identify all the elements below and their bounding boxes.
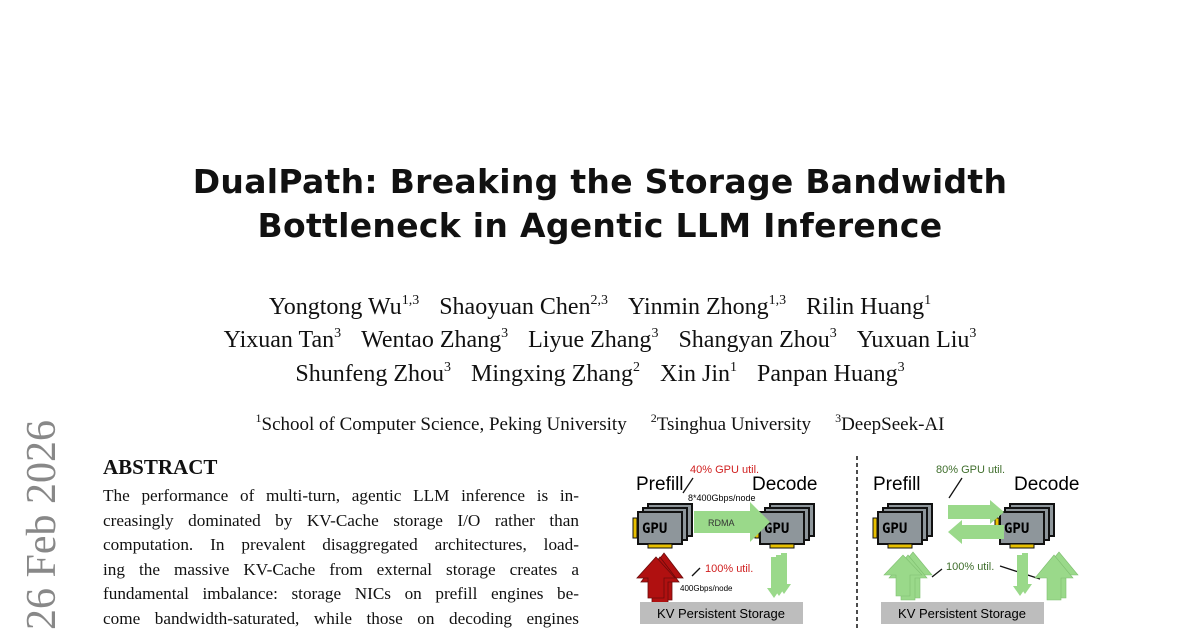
author-name-text: Yuxuan Liu (856, 327, 970, 353)
paper-title-line-1: DualPath: Breaking the Storage Bandwidth (192, 162, 1008, 201)
author-name-text: Xin Jin (660, 361, 731, 387)
affiliation: 1School of Computer Science, Peking Univ… (255, 411, 627, 435)
right-prefill-label: Prefill (873, 474, 921, 495)
author-name: Wentao Zhang3 (361, 326, 509, 354)
affiliation-name: Tsinghua University (656, 414, 812, 435)
right-decode-label: Decode (1014, 474, 1080, 495)
right-prefill-up-arrow (883, 551, 933, 601)
author-affiliation-mark: 3 (969, 326, 977, 341)
author-name-text: Shunfeng Zhou (295, 361, 444, 387)
author-affiliation-mark: 1 (924, 293, 932, 308)
right-storage-label: KV Persistent Storage (898, 606, 1026, 621)
author-affiliation-mark: 3 (651, 326, 659, 341)
author-affiliation-mark: 1,3 (401, 293, 420, 308)
right-decode-down-arrow (1013, 553, 1032, 596)
author-name: Yuxuan Liu3 (856, 326, 977, 354)
right-decode-up-arrow (1034, 551, 1079, 601)
left-gpu-util: 40% GPU util. (690, 464, 759, 476)
abstract-line: creasingly dominated by KV-Cache storage… (103, 510, 579, 530)
left-storage-bw: 400Gbps/node (680, 584, 733, 593)
author-name: Xin Jin1 (660, 360, 738, 388)
author-name: Shunfeng Zhou3 (295, 360, 451, 388)
author-affiliation-mark: 1,3 (768, 293, 787, 308)
affiliation-mark: 1 (255, 411, 262, 425)
author-name-text: Yongtong Wu (268, 294, 402, 320)
right-storage-box (881, 602, 1044, 624)
right-backward-arrow (948, 520, 1004, 544)
author-name-text: Rilin Huang (806, 294, 925, 320)
red-storage-arrow (636, 552, 684, 605)
abstract-line: ing the massive KV-Cache from external s… (103, 559, 579, 579)
author-name-text: Mingxing Zhang (471, 361, 633, 387)
author-affiliation-mark: 3 (501, 326, 509, 341)
right-forward-arrow (948, 500, 1004, 524)
paper-title-line-2: Bottleneck in Agentic LLM Inference (257, 206, 943, 245)
rdma-label: RDMA (708, 518, 735, 528)
right-storage-util: 100% util. (946, 561, 994, 573)
svg-text:GPU: GPU (1004, 521, 1029, 537)
author-name: Yongtong Wu1,3 (268, 293, 420, 321)
author-name: Rilin Huang1 (806, 293, 932, 321)
author-name: Liyue Zhang3 (528, 326, 659, 354)
author-name: Mingxing Zhang2 (471, 360, 640, 388)
affiliation-name: DeepSeek-AI (841, 414, 945, 435)
affiliation-mark: 3 (835, 411, 842, 425)
affiliation-mark: 2 (650, 411, 657, 425)
right-panel: Prefill Decode 80% GPU util. GPU GPU 100… (872, 464, 1080, 624)
author-name-text: Liyue Zhang (528, 327, 652, 353)
left-storage-box (640, 602, 803, 624)
affiliation: 2Tsinghua University (650, 411, 812, 435)
right-gpu-util: 80% GPU util. (936, 464, 1005, 476)
left-panel: Prefill Decode 40% GPU util. 8*400Gbps/n… (632, 464, 818, 624)
author-affiliation-mark: 3 (829, 326, 837, 341)
author-name: Panpan Huang3 (757, 360, 905, 388)
affiliation: 3DeepSeek-AI (835, 411, 945, 435)
left-storage-label: KV Persistent Storage (657, 606, 785, 621)
left-prefill-label: Prefill (636, 474, 684, 495)
author-name: Shangyan Zhou3 (678, 326, 837, 354)
author-name: Yinmin Zhong1,3 (628, 293, 787, 321)
author-affiliation-mark: 2 (633, 360, 640, 375)
left-decode-down-arrow (767, 553, 791, 598)
author-name-text: Yinmin Zhong (628, 294, 769, 320)
rdma-arrow (694, 502, 770, 542)
abstract-line: The performance of multi-turn, agentic L… (103, 486, 579, 505)
abstract-line: fundamental imbalance: storage NICs on p… (103, 584, 579, 604)
author-name-text: Wentao Zhang (361, 327, 502, 353)
svg-text:GPU: GPU (882, 521, 907, 537)
author-affiliation-mark: 3 (444, 360, 451, 375)
author-name-text: Shangyan Zhou (678, 327, 830, 353)
author-name: Yixuan Tan3 (223, 326, 342, 354)
author-name-text: Panpan Huang (757, 361, 898, 387)
author-name-text: Shaoyuan Chen (439, 294, 591, 320)
affiliations: 1School of Computer Science, Peking Univ… (0, 411, 1200, 436)
abstract-line: computation. In prevalent disaggregated … (103, 535, 579, 555)
abstract-line: come bandwidth-saturated, while those on… (103, 608, 579, 628)
abstract-body: The performance of multi-turn, agentic L… (103, 484, 579, 630)
author-affiliation-mark: 3 (334, 326, 342, 341)
abstract-heading: ABSTRACT (103, 455, 218, 479)
author-affiliation-mark: 2,3 (590, 293, 609, 308)
left-storage-util: 100% util. (705, 563, 753, 575)
left-decode-label: Decode (752, 474, 818, 495)
author-name: Shaoyuan Chen2,3 (439, 293, 609, 321)
author-name-text: Yixuan Tan (223, 327, 335, 353)
affiliation-name: School of Computer Science, Peking Unive… (261, 414, 627, 435)
author-affiliation-mark: 3 (897, 360, 905, 375)
left-link-bw: 8*400Gbps/node (688, 493, 756, 503)
svg-text:GPU: GPU (642, 521, 667, 537)
author-affiliation-mark: 1 (730, 360, 738, 375)
svg-text:GPU: GPU (764, 521, 789, 537)
